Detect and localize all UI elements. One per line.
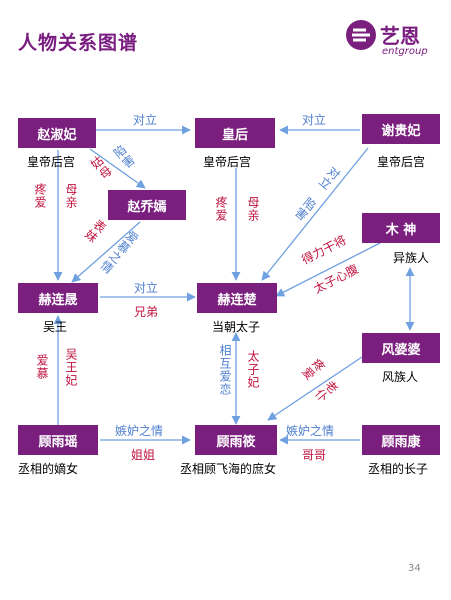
node-fengpopo: 风婆婆 <box>362 333 440 363</box>
node-guyuyao: 顾雨瑶 <box>18 425 98 455</box>
node-helansheng: 赫连晟 <box>18 283 98 313</box>
node-huanghou-desc: 皇帝后宫 <box>203 155 252 169</box>
node-helansheng-desc: 吴王 <box>43 320 68 334</box>
node-guyuyao-desc: 丞相的嫡女 <box>18 462 79 476</box>
node-guyuxiao-desc: 丞相顾飞海的庶女 <box>180 462 277 476</box>
node-zhaoshufei-desc: 皇帝后宫 <box>27 155 76 169</box>
node-guyuxiao: 顾雨筱 <box>195 425 277 455</box>
edge-fengpopo-guyuxiao <box>267 356 363 421</box>
logo-subtext: entgroup <box>382 46 428 57</box>
entgroup-logo-icon <box>346 20 376 50</box>
edge-label: 母亲 <box>246 196 260 222</box>
edge-label: 疼爱 <box>214 196 228 222</box>
node-zhaoqiaoyan: 赵乔嫣 <box>108 190 186 220</box>
brand-logo: 艺恩 entgroup <box>344 18 436 62</box>
edge-label: 疼爱 <box>33 183 47 209</box>
node-helanchu-desc: 当朝太子 <box>212 320 261 334</box>
node-helanchu: 赫连楚 <box>197 283 277 313</box>
edge-label: 吴王妃 <box>64 348 78 387</box>
node-xieguifei: 谢贵妃 <box>362 114 440 144</box>
edge-label: 对立 <box>302 113 327 127</box>
node-mushen: 木 神 <box>362 213 440 243</box>
node-huanghou: 皇后 <box>195 118 275 148</box>
node-guyukang: 顾雨康 <box>362 425 440 455</box>
edge-label: 嫉妒之情 <box>286 424 335 438</box>
edge-label: 爱慕 <box>35 354 49 380</box>
edge-label: 母亲 <box>64 183 78 209</box>
edge-label: 嫉妒之情 <box>115 424 164 438</box>
node-guyukang-desc: 丞相的长子 <box>368 462 429 476</box>
edge-label: 对立 <box>133 113 158 127</box>
edge-label: 姐姐 <box>131 448 156 462</box>
page-number: 34 <box>408 563 421 574</box>
node-xieguifei-desc: 皇帝后宫 <box>377 155 426 169</box>
edge-zhaoqiaoyan-helansheng <box>71 221 141 283</box>
page-title: 人物关系图谱 <box>18 32 139 54</box>
node-mushen-desc: 异族人 <box>393 251 430 265</box>
edge-label: 兄弟 <box>134 305 159 319</box>
edge-label: 哥哥 <box>302 448 327 462</box>
edge-xieguifei-helanchu <box>261 147 369 281</box>
edge-zhaoshufei-zhaoqiaoyan <box>89 148 146 189</box>
edge-mushen-helanchu <box>275 242 381 297</box>
node-fengpopo-desc: 风族人 <box>382 370 419 384</box>
edge-label: 相互爱恋 <box>218 344 232 396</box>
edge-label: 太子妃 <box>246 350 260 389</box>
node-zhaoshufei: 赵淑妃 <box>18 118 96 148</box>
edge-label: 对立 <box>134 281 159 295</box>
logo-text: 艺恩 <box>380 24 420 48</box>
